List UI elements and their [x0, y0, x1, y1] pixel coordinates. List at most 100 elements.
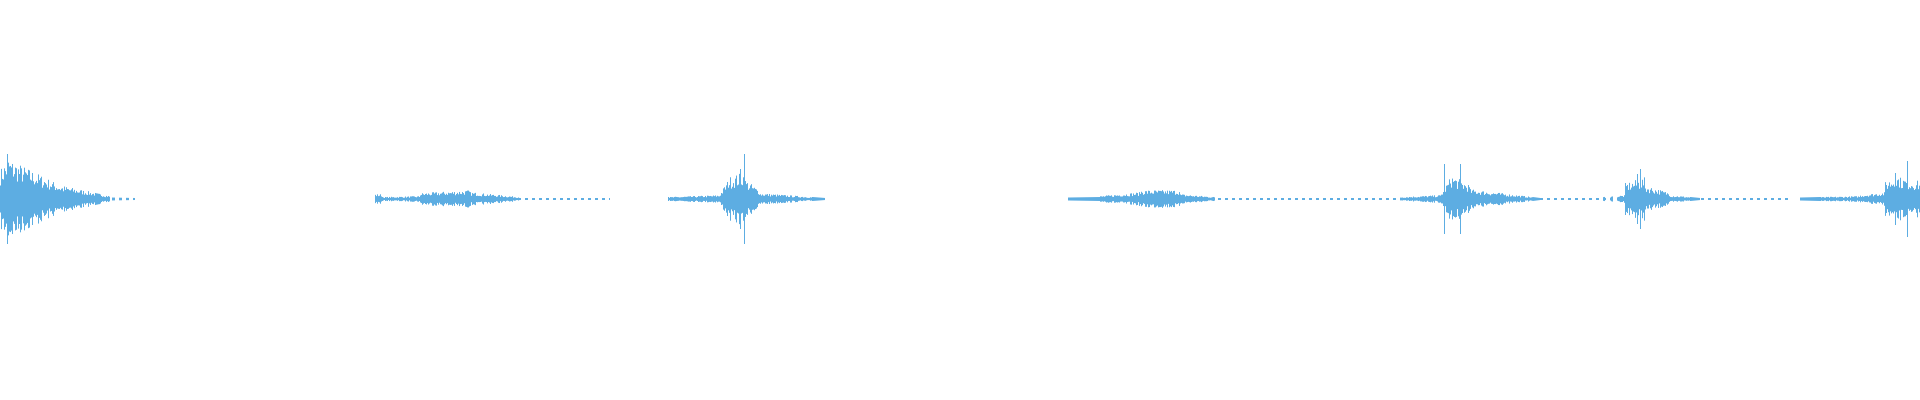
waveform-bar — [61, 188, 62, 210]
waveform-bar — [1854, 196, 1855, 202]
waveform-bar — [680, 197, 681, 201]
waveform-bar — [784, 195, 785, 203]
waveform-bar — [459, 191, 460, 207]
waveform-bar — [694, 196, 695, 202]
waveform-bar — [2, 178, 3, 220]
waveform-bar — [795, 195, 796, 203]
waveform-bar — [1597, 198, 1598, 200]
waveform-bar — [1636, 185, 1637, 213]
waveform-bar — [1414, 197, 1415, 201]
waveform-bar — [1629, 182, 1630, 216]
waveform-bar — [1751, 198, 1752, 200]
waveform-bar — [6, 174, 7, 224]
waveform-bar — [13, 176, 14, 222]
waveform-bar — [1366, 198, 1367, 200]
waveform-bar — [1584, 198, 1585, 200]
waveform-bar — [514, 197, 515, 201]
waveform-bar — [1590, 198, 1591, 200]
waveform-bar — [105, 197, 106, 201]
waveform-bar — [1507, 195, 1508, 203]
waveform-bar — [780, 195, 781, 203]
waveform-bar — [483, 193, 484, 205]
waveform-bar — [59, 189, 60, 209]
waveform-bar — [1367, 198, 1368, 200]
waveform-bar — [1268, 198, 1269, 200]
waveform-bar — [127, 197, 128, 201]
waveform-bar — [811, 197, 812, 201]
waveform-bar — [422, 193, 423, 205]
waveform-bar — [1650, 189, 1651, 209]
waveform-bar — [1241, 198, 1242, 200]
waveform-bar — [1541, 198, 1542, 200]
waveform-bar — [394, 197, 395, 201]
waveform-bar — [448, 192, 449, 206]
waveform-bar — [1694, 197, 1695, 201]
waveform-bar — [1876, 194, 1877, 204]
waveform-bar — [1856, 196, 1857, 202]
waveform-bar — [1804, 197, 1805, 201]
waveform-bar — [16, 168, 17, 230]
waveform-bar — [1692, 197, 1693, 201]
waveform-bar — [1431, 196, 1432, 202]
waveform-bar — [1109, 195, 1110, 203]
waveform-bar — [1596, 198, 1597, 200]
waveform-bar — [25, 172, 26, 226]
waveform-bar — [1577, 198, 1578, 200]
waveform-bar — [1446, 185, 1447, 213]
waveform-bar — [575, 198, 576, 200]
waveform-bar — [1493, 193, 1494, 205]
waveform-bar — [50, 186, 51, 212]
waveform-bar — [498, 195, 499, 203]
waveform-bar — [717, 195, 718, 203]
waveform-bar — [1828, 196, 1829, 202]
waveform-bar — [428, 193, 429, 205]
waveform-bar — [99, 193, 100, 205]
waveform-bar — [1433, 196, 1434, 202]
waveform-bar — [1569, 198, 1570, 200]
waveform-bar — [1515, 196, 1516, 202]
waveform-bar — [1145, 191, 1146, 207]
waveform-bar — [1678, 197, 1679, 201]
waveform-bar — [569, 198, 570, 200]
waveform-bar — [1072, 197, 1073, 201]
waveform-bar — [709, 196, 710, 202]
waveform-bar — [1668, 194, 1669, 204]
waveform-bar — [758, 194, 759, 204]
waveform-bar — [727, 181, 728, 217]
waveform-bar — [1470, 189, 1471, 209]
waveform-bar — [1825, 197, 1826, 201]
waveform-bar — [375, 194, 376, 204]
waveform-bar — [1453, 181, 1454, 217]
waveform-bar — [28, 169, 29, 229]
waveform-bar — [1282, 198, 1283, 200]
waveform-bar — [1162, 190, 1163, 208]
waveform-bar — [1617, 197, 1618, 201]
waveform-bar — [1487, 193, 1488, 205]
waveform-bar — [541, 198, 542, 200]
waveform-bar — [1513, 196, 1514, 202]
waveform-bar — [1542, 198, 1543, 200]
waveform-bar — [1633, 186, 1634, 212]
waveform-bar — [1898, 179, 1899, 219]
waveform-bar — [1117, 195, 1118, 203]
waveform-bar — [1323, 198, 1324, 200]
waveform-bar — [1360, 198, 1361, 200]
waveform-bar — [676, 196, 677, 202]
waveform-bar — [1275, 198, 1276, 200]
waveform-bar — [1400, 197, 1401, 201]
waveform-bar — [1147, 193, 1148, 205]
waveform-bar — [1325, 198, 1326, 200]
waveform-bar — [1833, 197, 1834, 201]
waveform-bar — [1625, 183, 1626, 215]
waveform-bar — [1153, 193, 1154, 205]
waveform-bar — [539, 198, 540, 200]
waveform-bar — [431, 194, 432, 204]
waveform-bar — [1468, 185, 1469, 213]
waveform-bar — [1386, 198, 1387, 200]
waveform-bar — [381, 196, 382, 202]
waveform-bar — [71, 189, 72, 209]
waveform-bar — [739, 173, 740, 225]
waveform-bar — [1895, 173, 1896, 225]
